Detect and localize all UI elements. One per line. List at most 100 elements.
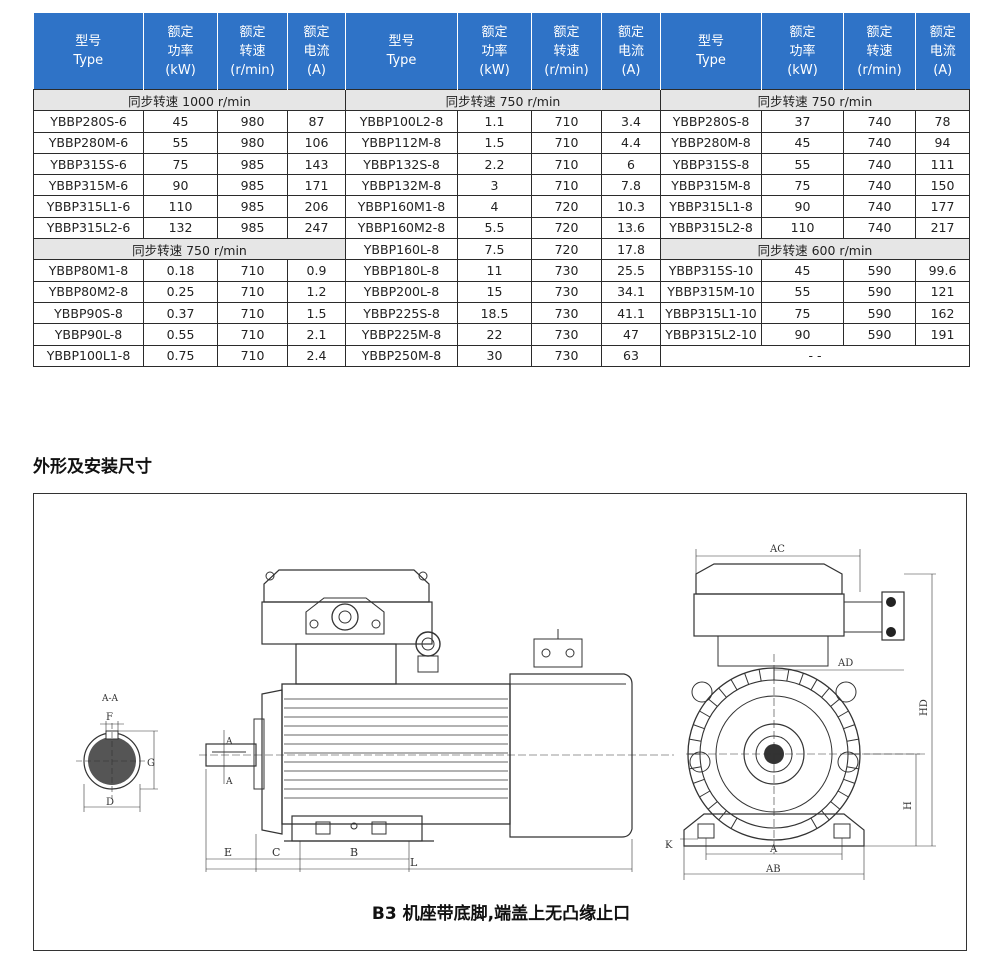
value-cell: 22 [457,323,532,346]
value-cell: 41.1 [601,301,661,325]
model-cell: YBBP80M2-8 [33,280,144,303]
cooling-fin [821,687,830,698]
value-cell: 121 [915,280,970,303]
value-cell: 110 [761,216,844,240]
column-header: 额定转速(r/min) [843,13,916,90]
value-cell: 6 [601,152,661,176]
column-header-text: 功率 [167,43,194,59]
column-header: 额定电流(A) [915,13,970,90]
cooling-fin [798,673,804,685]
cooling-fin [758,669,762,682]
value-cell: 15 [457,280,532,303]
value-cell: 710 [531,174,602,197]
value-cell: 10.3 [601,195,661,218]
value-cell: 247 [287,216,346,240]
value-cell: 0.9 [287,259,346,282]
cooling-fin [707,698,718,707]
cooling-fin [707,801,718,810]
model-cell: YBBP250M-8 [345,344,458,367]
value-cell: 710 [531,110,602,133]
value-cell: 143 [287,152,346,176]
model-cell: YBBP80M1-8 [33,259,144,282]
model-cell: YBBP200L-8 [345,280,458,303]
column-header-text: 额定 [481,24,508,40]
motor-side-view: A A E C B L [199,569,674,872]
model-cell: YBBP315L1-8 [660,195,762,218]
column-header-text: 电流 [929,43,956,59]
model-cell: YBBP160M2-8 [345,216,458,240]
model-cell: YBBP160M1-8 [345,195,458,218]
column-header: 额定电流(A) [287,13,346,90]
value-cell: 45 [761,131,844,154]
column-header-text: 转速 [239,43,266,59]
cooling-fin [689,738,702,742]
value-cell: 720 [531,216,602,240]
value-cell: 90 [761,195,844,218]
value-cell: 3 [457,174,532,197]
value-cell: 37 [761,110,844,133]
value-cell: 7.8 [601,174,661,197]
value-cell: 710 [217,323,288,346]
value-cell: 985 [217,195,288,218]
model-cell: YBBP280M-8 [660,131,762,154]
value-cell: 710 [217,301,288,325]
dim-d-label: D [106,797,114,808]
cooling-fin [718,687,727,698]
cooling-fin [699,790,711,798]
cooling-fin [693,724,705,730]
value-cell: 740 [843,195,916,218]
value-cell: 1.5 [457,131,532,154]
column-header-text: 额定 [303,24,330,40]
group-header-cell: 同步转速 750 r/min [33,238,346,261]
value-cell: 171 [287,174,346,197]
column-header-text: 电流 [617,43,644,59]
cooling-fin [830,801,841,810]
value-cell: 55 [143,131,218,154]
value-cell: 11 [457,259,532,282]
dim-e-label: E [224,846,232,859]
value-cell: 730 [531,323,602,346]
value-cell: 590 [843,259,916,282]
model-cell: YBBP180L-8 [345,259,458,282]
value-cell: 75 [761,174,844,197]
column-header-text: (A) [933,62,953,78]
value-cell: 162 [915,301,970,325]
dim-k-label: K [665,840,673,851]
value-cell: 111 [915,152,970,176]
model-cell: YBBP315L2-10 [660,323,762,346]
cooling-fin [846,738,859,742]
model-cell: YBBP90S-8 [33,301,144,325]
value-cell: 740 [843,216,916,240]
column-header-text: Type [73,53,104,68]
column-header-text: Type [696,53,726,68]
cooling-fin [843,724,855,730]
value-cell: 17.8 [601,238,661,261]
value-cell: 55 [761,152,844,176]
value-cell: 25.5 [601,259,661,282]
value-cell: 30 [457,344,532,367]
model-cell: YBBP160L-8 [345,238,458,261]
value-cell: 2.4 [287,344,346,367]
column-header-text: (A) [621,62,641,78]
value-cell: 217 [915,216,970,240]
column-header-text: 功率 [481,43,508,59]
value-cell: 710 [531,152,602,176]
column-header-text: 额定 [789,24,816,40]
cooling-fin [846,766,859,770]
value-cell: 5.5 [457,216,532,240]
cooling-fin [689,766,702,770]
cut-a-bottom-label: A [225,777,233,787]
value-cell: 75 [143,152,218,176]
value-cell: 90 [143,174,218,197]
value-cell: 710 [217,344,288,367]
cooling-fin [744,673,750,685]
